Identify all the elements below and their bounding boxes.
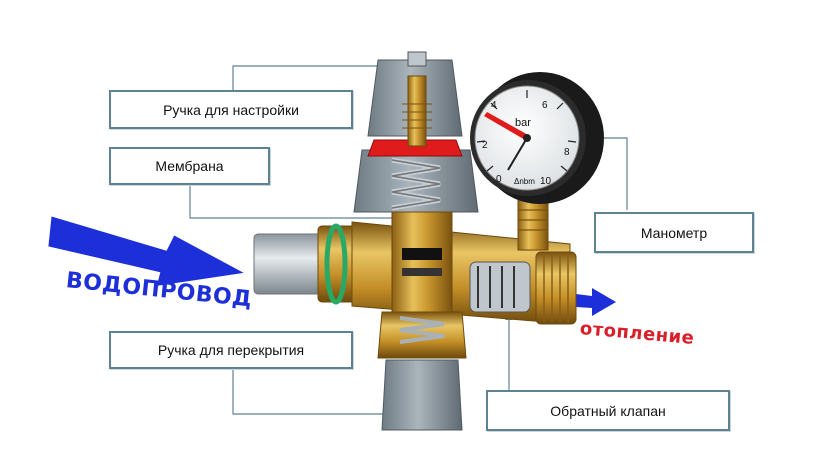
gauge-scale-6: 6 [542,100,548,111]
outlet-fitting [535,251,577,325]
inlet-flow-arrow [48,216,244,286]
manometer-gauge [470,72,604,204]
leader-shutoff-knob [232,367,388,415]
adjust-screw [407,51,427,67]
gauge-scale-10: 10 [540,176,552,187]
label-manometer: Манометр [594,212,754,253]
gauge-unit: bar [515,117,531,129]
gauge-scale-4: 4 [491,100,497,111]
inlet-gasket [324,223,348,305]
membrane-disc [367,139,463,157]
leader-adjust-knob [232,65,388,90]
shutoff-knob-cap [381,359,463,431]
gauge-scale-8: 8 [564,147,570,158]
leader-membrane [189,185,395,219]
label-shutoff-knob: Ручка для перекрытия [109,331,353,369]
gauge-sub: Δnbm [514,177,535,186]
gauge-scale-2: 2 [482,140,488,151]
gauge-needle [484,112,530,141]
inner-seat-lower [402,268,442,276]
inlet-pipe [253,233,327,295]
adjust-stem [407,75,427,147]
label-membrane: Мембрана [109,147,270,185]
lower-spring [399,316,445,344]
inner-seat [402,248,442,260]
central-column [391,211,453,313]
gauge-scale-0: 0 [496,174,502,185]
label-adjust-knob: Ручка для настройки [109,90,353,129]
leader-manometer [602,137,628,210]
leader-lines [189,65,628,415]
label-check-valve: Обратный клапан [486,390,730,431]
